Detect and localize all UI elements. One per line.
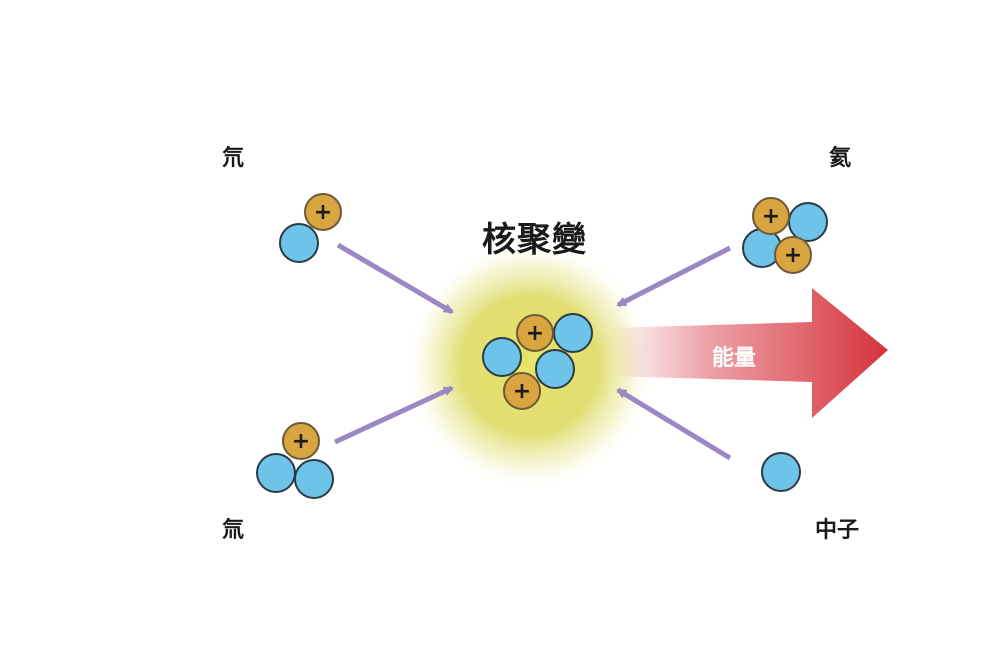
label-deuterium: 氘	[222, 146, 245, 171]
proton-particle-icon	[516, 314, 554, 352]
neutron-particle-icon	[279, 223, 319, 263]
helium-nucleus: + +	[742, 197, 828, 274]
neutron-particle-icon	[553, 313, 593, 353]
tritium-nucleus: +	[256, 422, 334, 499]
free-neutron	[761, 452, 801, 492]
label-tritium: 氚	[222, 518, 245, 543]
proton-particle-icon	[503, 372, 541, 410]
arrow-tritium	[333, 385, 454, 445]
proton-plus-symbol: +	[314, 200, 332, 225]
arrow-neutron	[616, 387, 732, 461]
proton-particle-icon	[282, 422, 320, 460]
arrow-helium	[616, 245, 732, 308]
proton-plus-symbol: +	[513, 379, 531, 404]
label-neutron: 中子	[815, 518, 860, 543]
neutron-particle-icon	[761, 452, 801, 492]
proton-particle-icon	[752, 197, 790, 235]
neutron-particle-icon	[535, 349, 575, 389]
neutron-particle-icon	[294, 459, 334, 499]
proton-plus-symbol: +	[762, 204, 780, 229]
arrow-deuterium	[336, 242, 454, 315]
label-helium: 氦	[829, 146, 852, 171]
proton-plus-symbol: +	[784, 243, 802, 268]
diagram-title: 核聚變	[482, 220, 587, 260]
neutron-particle-icon	[482, 337, 522, 377]
proton-particle-icon	[304, 193, 342, 231]
fused-cluster: + +	[482, 313, 593, 410]
energy-arrow-icon	[610, 288, 888, 418]
neutron-particle-icon	[256, 453, 296, 493]
neutron-particle-icon	[788, 202, 828, 242]
fusion-glow	[405, 240, 655, 490]
label-energy: 能量	[712, 346, 757, 371]
proton-particle-icon	[774, 236, 812, 274]
proton-plus-symbol: +	[526, 321, 544, 346]
proton-plus-symbol: +	[292, 429, 310, 454]
deuterium-nucleus: +	[279, 193, 342, 263]
